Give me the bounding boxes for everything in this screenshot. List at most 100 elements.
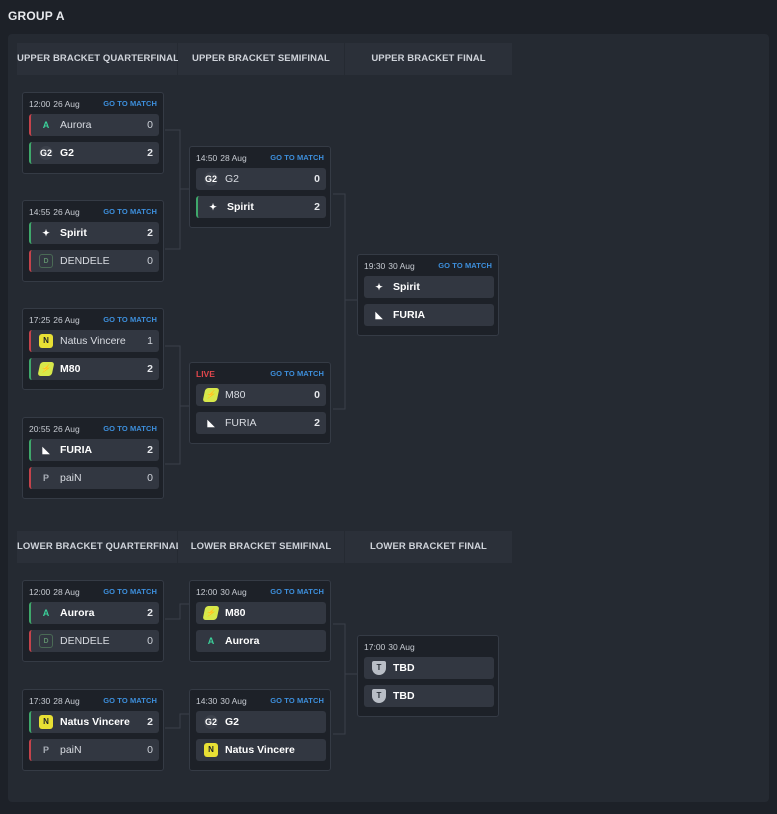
match-date: 26 Aug — [53, 99, 80, 109]
team-row[interactable]: ⚡ M80 — [196, 602, 326, 624]
team-row[interactable]: A Aurora 2 — [29, 602, 159, 624]
team-row[interactable]: ◣ FURIA 2 — [196, 412, 326, 434]
go-to-match-link[interactable]: GO TO MATCH — [103, 424, 157, 433]
team-name: paiN — [60, 744, 82, 756]
team-row[interactable]: G2 G2 0 — [196, 168, 326, 190]
team-row[interactable]: ✦ Spirit 2 — [196, 196, 326, 218]
team-row[interactable]: ◣ FURIA 2 — [29, 439, 159, 461]
team-score: 0 — [314, 173, 320, 185]
team-row[interactable]: P paiN 0 — [29, 467, 159, 489]
m80-logo-icon: ⚡ — [37, 362, 55, 376]
team-name: paiN — [60, 472, 82, 484]
match-date: 28 Aug — [53, 696, 80, 706]
team-name: DENDELE — [60, 635, 110, 647]
navi-logo-icon: N — [204, 743, 218, 757]
team-row[interactable]: ◣ FURIA — [364, 304, 494, 326]
header-upper-final: UPPER BRACKET FINAL — [345, 43, 512, 75]
header-upper-semifinal: UPPER BRACKET SEMIFINAL — [178, 43, 344, 75]
team-name: Aurora — [60, 607, 95, 619]
match-time: 12:00 — [196, 587, 218, 597]
navi-logo-icon: N — [39, 334, 53, 348]
pain-logo-icon: P — [42, 473, 49, 483]
team-name: Natus Vincere — [225, 744, 295, 756]
match-time: 17:00 — [364, 642, 386, 652]
team-name: M80 — [225, 389, 246, 401]
match-time: 17:30 — [29, 696, 51, 706]
go-to-match-link[interactable]: GO TO MATCH — [438, 261, 492, 270]
match-time: 14:50 — [196, 153, 218, 163]
live-badge: LIVE — [196, 369, 215, 379]
team-row[interactable]: A Aurora 0 — [29, 114, 159, 136]
team-name: Natus Vincere — [60, 335, 126, 347]
m80-logo-icon: ⚡ — [202, 388, 220, 402]
team-name: FURIA — [393, 309, 426, 321]
team-row[interactable]: G2 G2 — [196, 711, 326, 733]
go-to-match-link[interactable]: GO TO MATCH — [103, 315, 157, 324]
go-to-match-link[interactable]: GO TO MATCH — [103, 696, 157, 705]
go-to-match-link[interactable]: GO TO MATCH — [270, 369, 324, 378]
team-row[interactable]: N Natus Vincere — [196, 739, 326, 761]
team-row[interactable]: D DENDELE 0 — [29, 630, 159, 652]
go-to-match-link[interactable]: GO TO MATCH — [270, 153, 324, 162]
aurora-logo-icon: A — [42, 120, 50, 130]
team-score: 2 — [147, 363, 153, 375]
match-time: 14:30 — [196, 696, 218, 706]
go-to-match-link[interactable]: GO TO MATCH — [270, 696, 324, 705]
go-to-match-link[interactable]: GO TO MATCH — [270, 587, 324, 596]
team-name: FURIA — [60, 444, 93, 456]
team-row[interactable]: G2 G2 2 — [29, 142, 159, 164]
team-name: Aurora — [60, 119, 92, 131]
team-row[interactable]: ✦ Spirit 2 — [29, 222, 159, 244]
team-name: Spirit — [227, 201, 254, 213]
furia-logo-icon: ◣ — [207, 418, 215, 428]
match-date: 28 Aug — [53, 587, 80, 597]
team-row[interactable]: N Natus Vincere 1 — [29, 330, 159, 352]
team-score: 1 — [147, 335, 153, 347]
team-row[interactable]: P paiN 0 — [29, 739, 159, 761]
team-row[interactable]: ⚡ M80 0 — [196, 384, 326, 406]
team-row[interactable]: D DENDELE 0 — [29, 250, 159, 272]
team-score: 2 — [147, 444, 153, 456]
bracket-panel: UPPER BRACKET QUARTERFINAL UPPER BRACKET… — [8, 34, 769, 802]
match-date: 28 Aug — [220, 153, 247, 163]
g2-logo-icon: G2 — [204, 715, 218, 729]
aurora-logo-icon: A — [42, 608, 50, 618]
team-name: M80 — [60, 363, 81, 375]
go-to-match-link[interactable]: GO TO MATCH — [103, 587, 157, 596]
match-date: 30 Aug — [220, 696, 247, 706]
team-row[interactable]: N Natus Vincere 2 — [29, 711, 159, 733]
team-score: 2 — [147, 227, 153, 239]
team-row[interactable]: ✦ Spirit — [364, 276, 494, 298]
match-date: 30 Aug — [220, 587, 247, 597]
team-score: 0 — [314, 389, 320, 401]
team-name: Aurora — [225, 635, 260, 647]
team-row[interactable]: A Aurora — [196, 630, 326, 652]
m80-logo-icon: ⚡ — [202, 606, 220, 620]
team-score: 2 — [147, 147, 153, 159]
aurora-logo-icon: A — [207, 636, 215, 646]
spirit-logo-icon: ✦ — [209, 202, 217, 212]
go-to-match-link[interactable]: GO TO MATCH — [103, 207, 157, 216]
team-row[interactable]: ⚡ M80 2 — [29, 358, 159, 380]
team-score: 0 — [147, 472, 153, 484]
go-to-match-link[interactable]: GO TO MATCH — [103, 99, 157, 108]
dendele-logo-icon: D — [39, 634, 53, 648]
team-row[interactable]: T TBD — [364, 685, 494, 707]
team-row[interactable]: T TBD — [364, 657, 494, 679]
team-name: G2 — [225, 173, 240, 185]
navi-logo-icon: N — [39, 715, 53, 729]
team-name: G2 — [225, 716, 240, 728]
